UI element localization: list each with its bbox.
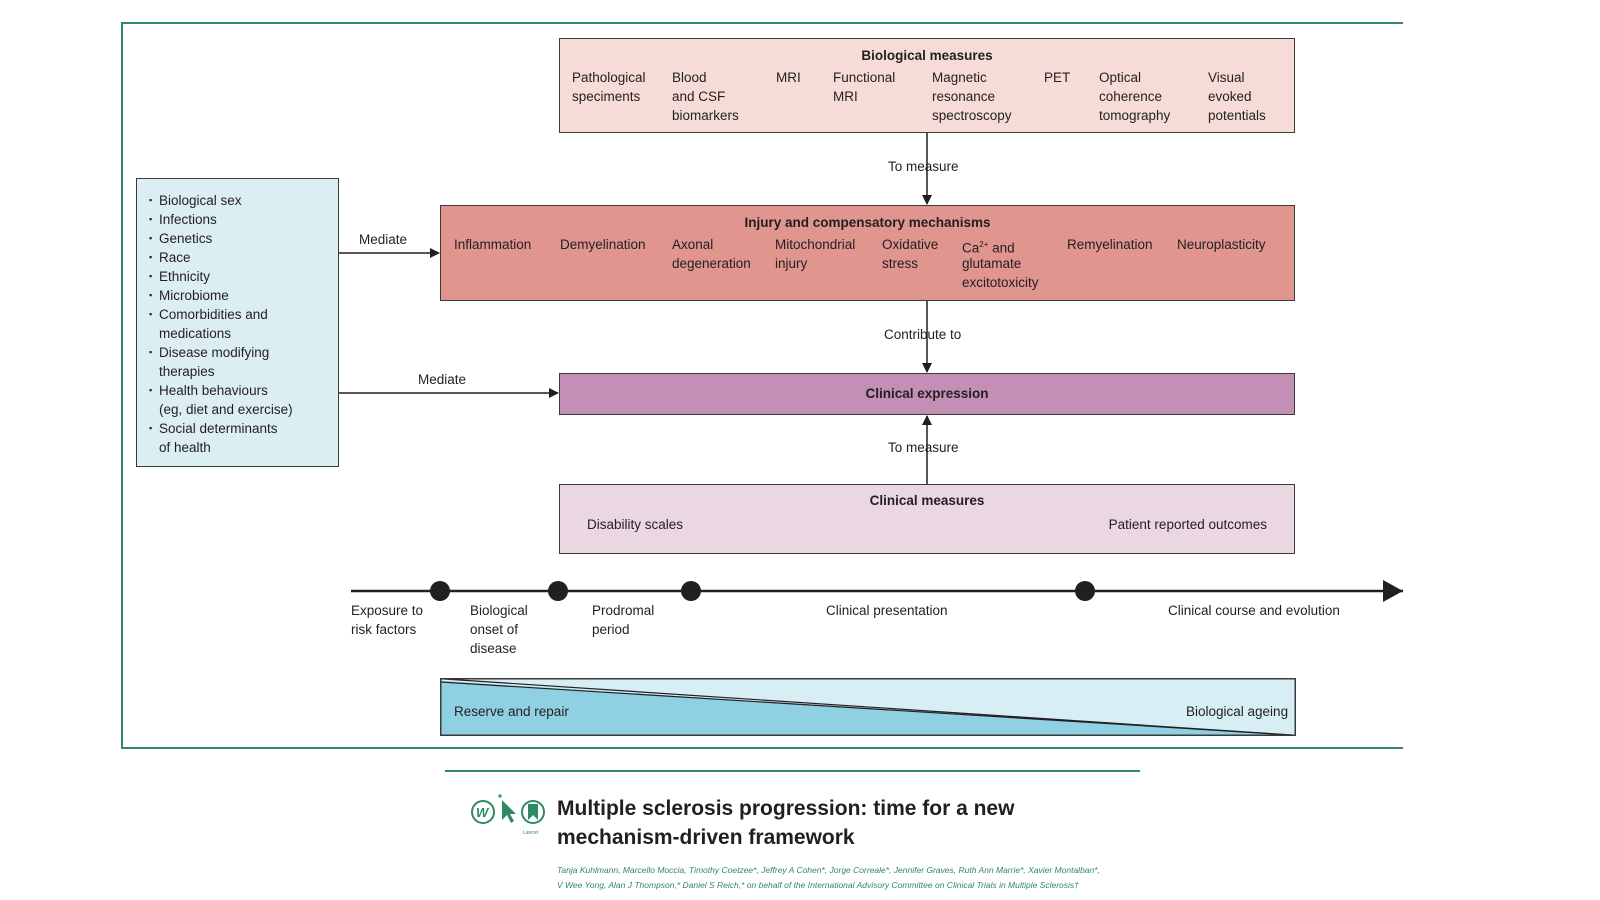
modifier-item: Genetics <box>149 229 212 248</box>
bio-measure-item: MRI <box>776 70 801 85</box>
reserve-ageing-graphic <box>440 678 1296 736</box>
clinical-measure-item: Patient reported outcomes <box>1108 517 1267 532</box>
modifier-item: Race <box>149 248 191 267</box>
timeline-label: Prodromal period <box>592 603 655 637</box>
timeline-label: Clinical course and evolution <box>1168 603 1340 618</box>
modifiers-box: Biological sex Infections Genetics Race … <box>136 178 339 467</box>
clinical-expression-title: Clinical expression <box>865 386 989 401</box>
frame-border-top <box>121 22 1403 24</box>
bio-measure-item: Visual evoked potentials <box>1208 70 1266 123</box>
timeline-label: Exposure to risk factors <box>351 603 424 637</box>
modifier-item: Infections <box>149 210 217 229</box>
biological-ageing-label: Biological ageing <box>1186 704 1289 719</box>
mechanism-item: Neuroplasticity <box>1177 237 1266 252</box>
timeline-dot-3 <box>681 581 701 601</box>
bio-measure-item: Functional MRI <box>833 70 896 104</box>
modifier-item: Biological sex <box>149 191 242 210</box>
mechanism-item: Axonal degeneration <box>672 237 751 271</box>
calcium-suffix: and <box>988 240 1015 256</box>
logo-caption: Lancet <box>523 830 539 836</box>
mechanism-item: Mitochondrial injury <box>775 237 856 271</box>
bio-measure-item: Magnetic resonance spectroscopy <box>932 70 1012 123</box>
svg-text:W: W <box>476 805 490 820</box>
mechanism-item-calcium: Ca2+ and <box>962 235 1015 258</box>
mechanism-item: glutamate excitotoxicity <box>962 256 1039 290</box>
injury-mechanisms-box: Injury and compensatory mechanisms Infla… <box>440 205 1295 301</box>
clinical-expression-box: Clinical expression <box>559 373 1295 415</box>
frame-border-bottom <box>121 747 1403 749</box>
mediate-label-top: Mediate <box>359 232 408 247</box>
clinical-measure-item: Disability scales <box>587 517 684 532</box>
frame-border-left <box>121 22 123 749</box>
timeline-dot-1 <box>430 581 450 601</box>
contribute-to-label: Contribute to <box>884 327 962 342</box>
mechanism-item: Remyelination <box>1067 237 1153 252</box>
modifier-item: Disease modifying therapies <box>149 343 269 381</box>
timeline-dot-4 <box>1075 581 1095 601</box>
paper-title: Multiple sclerosis progression: time for… <box>557 797 1015 849</box>
bookmark-logo-icon <box>521 800 545 824</box>
modifier-item: Social determinants of health <box>149 419 278 457</box>
bio-measure-item: Optical coherence tomography <box>1099 70 1171 123</box>
timeline-dot-2 <box>548 581 568 601</box>
modifier-item: Comorbidities and medications <box>149 305 268 343</box>
mechanism-item: Inflammation <box>454 237 532 252</box>
timeline-label: Biological onset of disease <box>470 603 528 656</box>
biological-measures-box: Biological measures Pathological specime… <box>559 38 1295 133</box>
reserve-ageing-border <box>440 678 1296 736</box>
mechanism-item: Oxidative stress <box>882 237 939 271</box>
bio-measure-item: Pathological speciments <box>572 70 646 104</box>
journal-logos: W Lancet <box>471 794 545 836</box>
bio-measure-item: PET <box>1044 70 1071 85</box>
mediate-label-bottom: Mediate <box>418 372 467 387</box>
to-measure-label-top: To measure <box>888 159 959 174</box>
timeline-label: Clinical presentation <box>826 603 948 618</box>
modifier-item: Microbiome <box>149 286 229 305</box>
clinical-measures-box: Clinical measures Disability scales Pati… <box>559 484 1295 554</box>
modifier-item: Health behaviours (eg, diet and exercise… <box>149 381 293 419</box>
mechanism-item: Demyelination <box>560 237 646 252</box>
modifier-item: Ethnicity <box>149 267 210 286</box>
injury-mechanisms-title: Injury and compensatory mechanisms <box>744 215 991 230</box>
footer-rule <box>445 770 1140 772</box>
biological-measures-title: Biological measures <box>861 48 993 63</box>
calcium-prefix: Ca <box>962 240 980 256</box>
bio-measure-item: Blood and CSF biomarkers <box>672 70 739 123</box>
calcium-superscript: 2+ <box>979 240 989 249</box>
reserve-divider-line-2 <box>440 681 1296 736</box>
cursor-icon <box>498 794 516 823</box>
w-logo-icon: W <box>471 800 495 824</box>
reserve-repair-label: Reserve and repair <box>454 704 569 719</box>
to-measure-label-bottom: To measure <box>888 440 959 455</box>
paper-authors: Tanja Kuhlmann, Marcello Moccia, Timothy… <box>557 865 1100 890</box>
clinical-measures-title: Clinical measures <box>869 493 985 508</box>
